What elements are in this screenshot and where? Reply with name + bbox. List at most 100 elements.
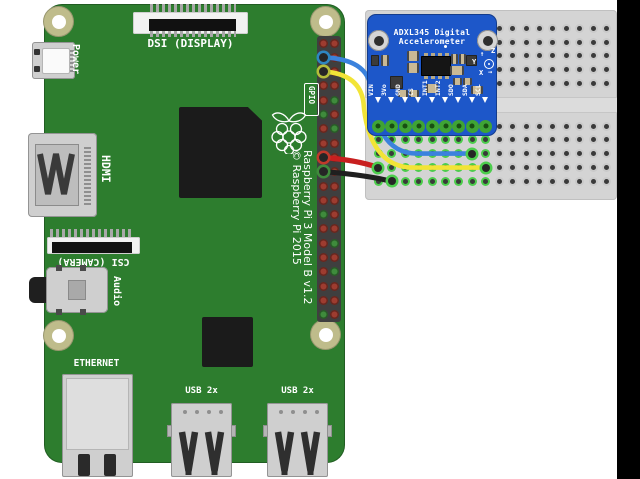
breadboard-hole xyxy=(563,67,569,73)
ethernet-jack xyxy=(62,374,133,477)
axis-x-label: X xyxy=(479,69,484,77)
adxl-pin-triangle xyxy=(455,97,462,103)
adxl-pad-hole xyxy=(416,123,422,129)
wire-end-dot xyxy=(468,149,477,158)
ic-pin xyxy=(438,53,442,56)
breadboard-hole xyxy=(590,67,596,73)
breadboard-hole xyxy=(443,178,448,184)
csi-teeth xyxy=(50,229,132,237)
dsi-label: DSI (DISPLAY) xyxy=(147,37,234,50)
breadboard-hole xyxy=(523,123,529,129)
breadboard-hole xyxy=(590,137,596,143)
breadboard-hole xyxy=(563,178,569,184)
gpio-pin-right-8 xyxy=(330,138,339,148)
usb-pin-dot xyxy=(183,410,187,414)
audio-nub xyxy=(56,309,62,315)
ic-pin xyxy=(424,76,428,79)
gpio-pin-right-18 xyxy=(330,281,339,291)
breadboard-hole xyxy=(375,137,381,143)
adxl-pad-hole xyxy=(402,123,408,129)
ic-pin xyxy=(445,53,449,56)
breadboard-hole xyxy=(536,67,542,73)
adxl-component xyxy=(463,78,472,85)
breadboard-hole xyxy=(563,53,569,59)
wire-end-dot xyxy=(481,163,490,172)
adxl-mount-hole-right xyxy=(477,30,498,51)
breadboard-hole xyxy=(496,53,502,59)
adxl-pin-label-cs: CS xyxy=(407,88,416,96)
ic-pin xyxy=(445,76,449,79)
breadboard-hole xyxy=(577,151,583,157)
wire-attach-dot xyxy=(318,152,329,163)
audio-nub xyxy=(80,309,86,315)
breadboard-hole xyxy=(550,151,556,157)
gpio-pin-right-17 xyxy=(330,267,339,277)
breadboard-hole xyxy=(577,137,583,143)
breadboard-hole xyxy=(590,151,596,157)
breadboard-hole xyxy=(604,67,610,73)
breadboard-hole xyxy=(389,151,395,157)
usb-port-1-label: USB 2x xyxy=(185,386,218,396)
gpio-pin-left-11 xyxy=(319,181,328,191)
breadboard-hole xyxy=(577,165,583,171)
usb-port-2-label: USB 2x xyxy=(281,386,314,396)
adxl-pad-hole xyxy=(443,123,448,129)
mount-hole-center xyxy=(51,14,66,29)
gpio-pin-left-6 xyxy=(319,110,328,119)
adxl-title-line2: Accelerometer xyxy=(398,37,466,46)
ic-pin xyxy=(431,53,435,56)
breadboard-hole xyxy=(563,151,569,157)
breadboard-hole xyxy=(590,178,596,184)
breadboard-hole xyxy=(510,53,516,59)
usb-pin-dot xyxy=(195,410,199,414)
adxl-pin-label-vin: VIN xyxy=(366,84,375,96)
dsi-teeth xyxy=(150,4,236,12)
adxl-pin-triangle xyxy=(388,97,395,103)
adxl-component xyxy=(471,86,483,94)
adxl-component xyxy=(371,55,379,66)
ic-pin xyxy=(438,76,442,79)
adxl-component xyxy=(381,55,389,66)
usb-tab xyxy=(263,425,268,437)
audio-jack-detail xyxy=(68,280,86,300)
breadboard-hole xyxy=(604,178,610,184)
ethernet-clip xyxy=(78,454,90,476)
gpio-pin-left-4 xyxy=(319,81,328,91)
breadboard-hole xyxy=(563,25,569,31)
breadboard-hole xyxy=(469,178,475,184)
breadboard-hole xyxy=(536,178,542,184)
breadboard-hole xyxy=(577,67,583,73)
adxl-title-line1: ADXL345 Digital xyxy=(393,28,471,37)
usb-tab xyxy=(231,425,236,437)
breadboard-hole xyxy=(523,165,529,171)
adxl-pad-int1 xyxy=(425,119,439,133)
adxl-pin-label-3vo: 3Vo xyxy=(380,84,389,96)
gpio-pin-right-19 xyxy=(330,295,339,305)
breadboard-hole xyxy=(536,39,542,45)
breadboard-hole xyxy=(456,178,462,184)
adxl-component xyxy=(398,90,408,97)
breadboard-hole xyxy=(604,137,610,143)
gpio-label-box: GPIO xyxy=(304,83,319,116)
breadboard-hole xyxy=(550,80,556,86)
breadboard-hole xyxy=(563,39,569,45)
breadboard-hole xyxy=(536,165,542,171)
breadboard-hole xyxy=(496,151,502,157)
adxl-pin-triangle xyxy=(401,97,408,103)
adxl-pin-triangle xyxy=(468,97,475,103)
micro-usb-pins xyxy=(70,50,75,72)
breadboard-hole xyxy=(483,137,489,143)
breadboard-hole xyxy=(496,123,502,129)
adxl-pad-3vo xyxy=(385,119,399,133)
breadboard-hole xyxy=(496,137,502,143)
adxl-mount-hole-center xyxy=(482,35,493,46)
gpio-pin-left-14 xyxy=(319,224,328,234)
gpio-pin-right-6 xyxy=(330,110,339,119)
gpio-pin-left-8 xyxy=(319,138,328,148)
gpio-pin-left-18 xyxy=(319,281,328,291)
breadboard-hole xyxy=(604,123,610,129)
gpio-pin-left-16 xyxy=(319,253,328,262)
audio-nub xyxy=(56,265,62,271)
gpio-pin-left-7 xyxy=(319,124,328,134)
breadboard-hole xyxy=(496,178,502,184)
